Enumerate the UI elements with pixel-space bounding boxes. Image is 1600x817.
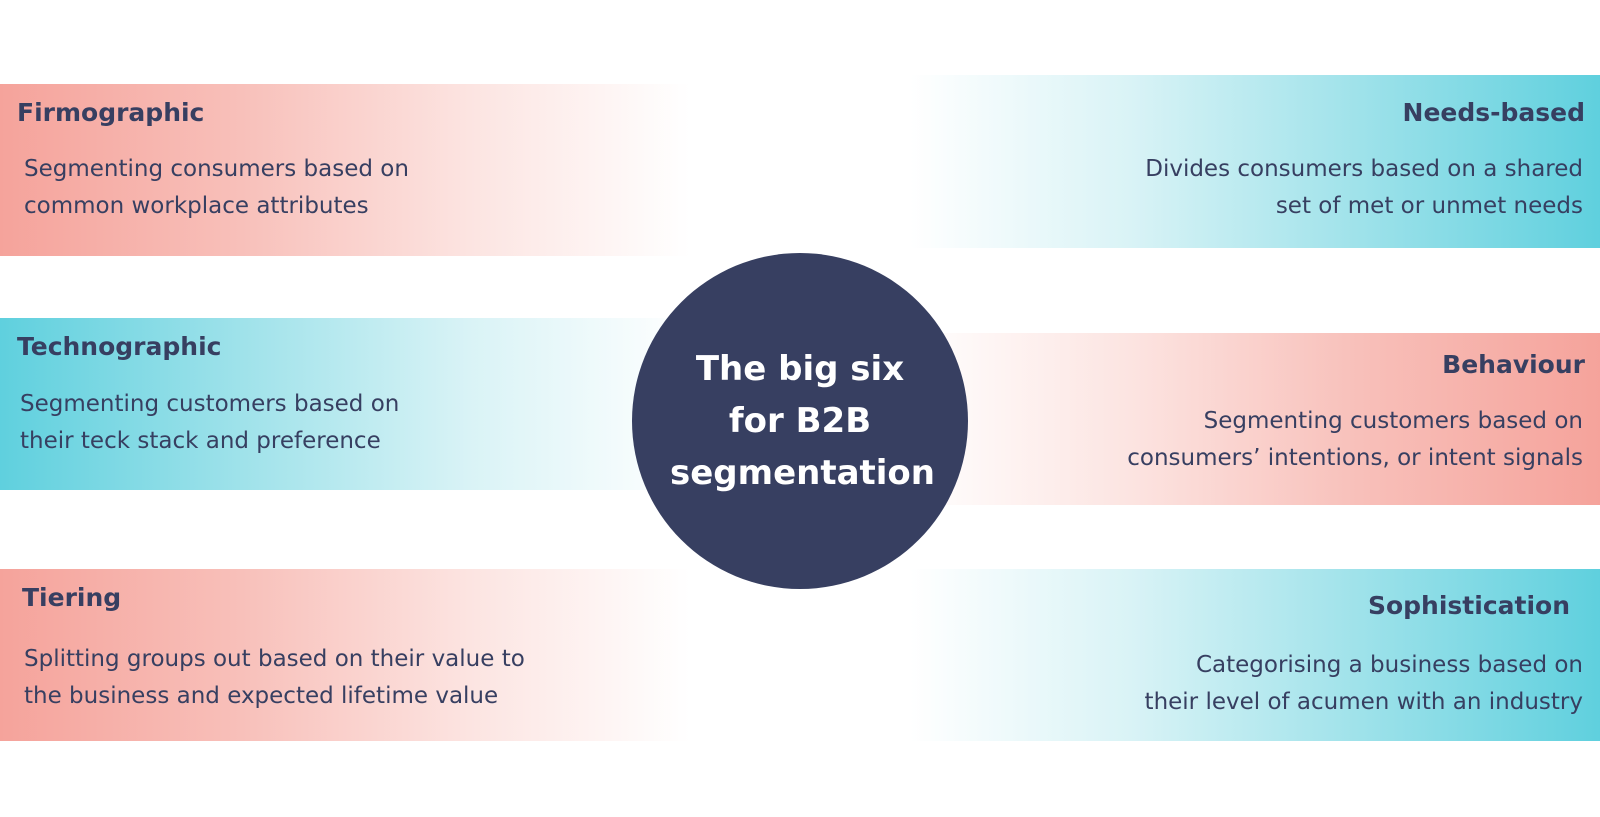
center-title: The big six for B2B segmentation: [670, 349, 935, 493]
segment-title: Tiering: [22, 583, 122, 612]
segment-description: Segmenting customers based on their teck…: [20, 391, 400, 454]
segment-description: Divides consumers based on a shared set …: [1145, 156, 1583, 219]
segment-tiering: Tiering Splitting groups out based on th…: [0, 569, 690, 741]
segment-title: Firmographic: [17, 98, 205, 127]
segment-technographic: Technographic Segmenting customers based…: [0, 318, 690, 490]
segment-title: Technographic: [17, 332, 222, 361]
segment-needs-based: Needs-based Divides consumers based on a…: [910, 75, 1600, 248]
segment-description: Categorising a business based on their l…: [1144, 652, 1583, 715]
segment-firmographic: Firmographic Segmenting consumers based …: [0, 84, 690, 256]
segment-sophistication: Sophistication Categorising a business b…: [910, 569, 1600, 741]
segment-description: Segmenting customers based on consumers’…: [1127, 408, 1583, 471]
center-circle: The big six for B2B segmentation: [632, 253, 968, 589]
segment-title: Needs-based: [1402, 98, 1585, 127]
segment-behaviour: Behaviour Segmenting customers based on …: [910, 333, 1600, 505]
segment-title: Behaviour: [1442, 350, 1585, 379]
segment-title: Sophistication: [1367, 591, 1570, 620]
segment-description: Splitting groups out based on their valu…: [24, 646, 525, 709]
segment-description: Segmenting consumers based on common wor…: [24, 156, 409, 219]
